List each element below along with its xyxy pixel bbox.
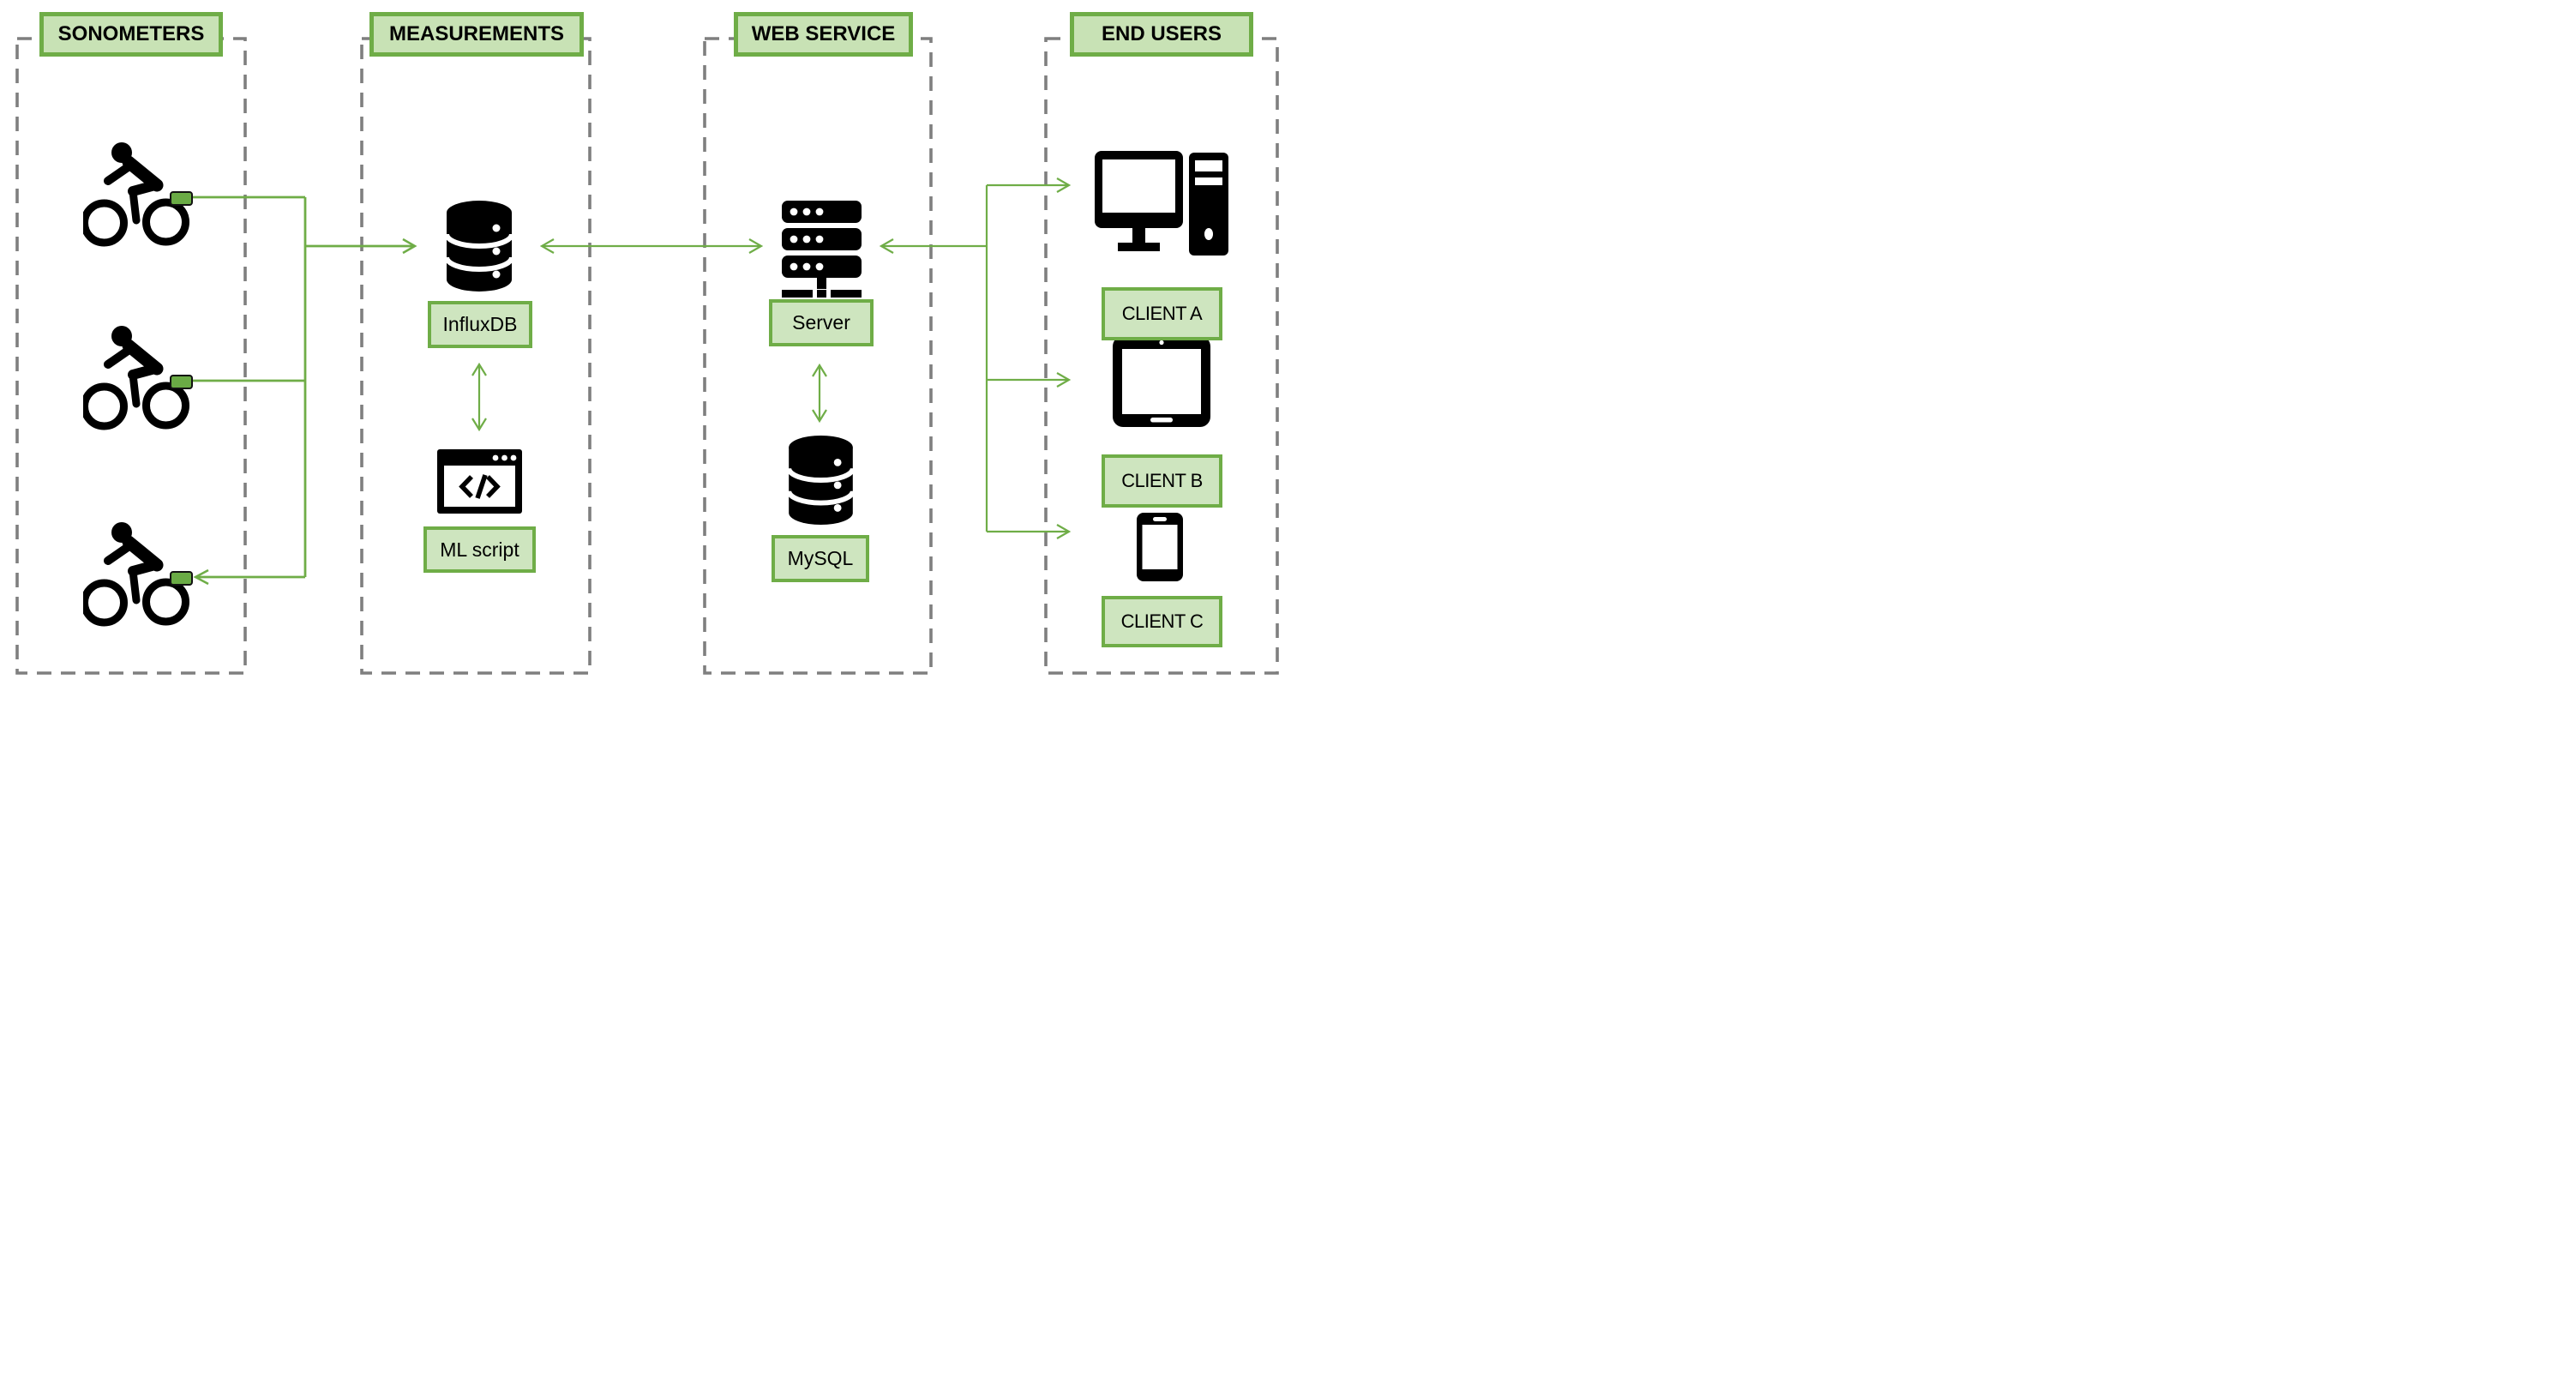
client-a-desktop-icon [1095, 151, 1228, 262]
mysql-database-icon [786, 434, 856, 526]
server-rack-icon [782, 201, 862, 299]
influxdb-label-text: InfluxDB [442, 313, 518, 335]
arrowhead-down-mlscript [471, 418, 487, 432]
client-b-label: CLIENT B [1102, 454, 1222, 508]
mysql-label-text: MySQL [787, 547, 854, 569]
ml-script-code-window-icon [437, 449, 522, 514]
influxdb-database-icon [444, 199, 514, 293]
connector-layer [15, 37, 1279, 675]
sonometer-device-3 [170, 571, 193, 586]
lane-header-web-service: WEB SERVICE [734, 12, 913, 57]
client-a-label: CLIENT A [1102, 287, 1222, 340]
client-c-label: CLIENT C [1102, 596, 1222, 647]
sonometer-device-1 [170, 191, 193, 206]
influxdb-label: InfluxDB [428, 301, 532, 348]
client-b-tablet-icon [1113, 336, 1210, 427]
client-b-label-text: CLIENT B [1121, 470, 1203, 491]
cyclist-3-icon [81, 521, 195, 633]
arrowhead-to-server-left [879, 238, 894, 254]
lane-title: SONOMETERS [57, 22, 205, 45]
architecture-diagram: SONOMETERS MEASUREMENTS WEB SERVICE END … [0, 0, 1288, 688]
arrowhead-to-influxdb-left [539, 238, 555, 254]
lane-title: END USERS [1101, 22, 1222, 45]
sonometer-device-2 [170, 375, 193, 389]
client-c-phone-icon [1137, 513, 1183, 581]
ml-script-label-text: ML script [440, 538, 519, 561]
server-label-text: Server [792, 311, 850, 334]
arrowhead-to-clientB [1056, 372, 1072, 388]
arrowhead-to-clientA [1056, 177, 1072, 193]
cyclist-1-icon [81, 141, 195, 253]
lane-measurements [360, 37, 591, 675]
lane-web-service [703, 37, 933, 675]
arrowhead-to-clientC [1056, 524, 1072, 539]
arrowhead-up-influxdb [471, 362, 487, 376]
ml-script-label: ML script [423, 526, 536, 573]
client-a-label-text: CLIENT A [1121, 303, 1203, 324]
cyclist-2-icon [81, 325, 195, 436]
arrowhead-to-influxdb [402, 238, 417, 255]
lane-title: WEB SERVICE [751, 22, 896, 45]
client-c-label-text: CLIENT C [1120, 610, 1204, 632]
lane-header-sonometers: SONOMETERS [39, 12, 223, 57]
lane-header-end-users: END USERS [1070, 12, 1253, 57]
arrowhead-to-server-right [748, 238, 764, 254]
lane-title: MEASUREMENTS [388, 22, 564, 45]
arrowhead-to-sonometer3 [193, 568, 209, 586]
lane-header-measurements: MEASUREMENTS [369, 12, 584, 57]
arrowhead-up-server [812, 363, 827, 377]
arrowhead-down-mysql [812, 409, 827, 424]
server-label: Server [769, 299, 874, 346]
mysql-label: MySQL [772, 535, 869, 582]
